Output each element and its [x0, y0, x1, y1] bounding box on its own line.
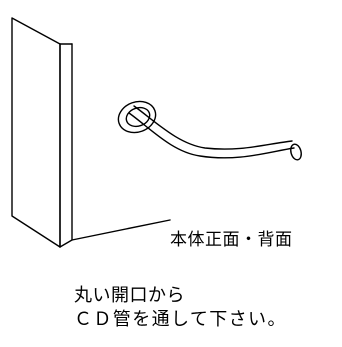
instruction-text: 丸い開口から ＣＤ管を通して下さい。 — [74, 284, 287, 332]
round-opening — [117, 100, 157, 134]
cd-conduit-end — [290, 143, 302, 161]
panel-bottom-edge — [59, 219, 171, 248]
panel-face-label: 本体正面・背面 — [170, 230, 293, 250]
unit-panel-illustration — [11, 17, 302, 248]
panel-front-face — [11, 17, 61, 248]
instruction-line-1: 丸い開口から — [74, 285, 185, 306]
cd-conduit — [128, 105, 302, 161]
instruction-line-2: ＣＤ管を通して下さい。 — [74, 309, 287, 330]
